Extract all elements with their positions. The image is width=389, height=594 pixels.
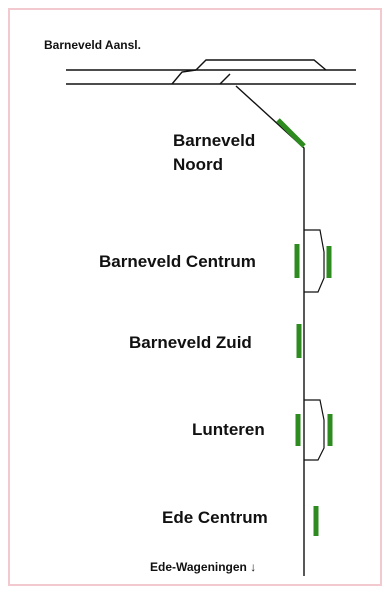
diagram-frame	[8, 8, 382, 586]
centrum-loop	[304, 229, 325, 293]
label-ede-centrum: Ede Centrum	[162, 508, 268, 527]
crossover-right	[219, 73, 231, 85]
crossover-left	[171, 69, 197, 85]
label-barneveld-aansl: Barneveld Aansl.	[44, 38, 141, 52]
label-barneveld-noord-line2: Noord	[173, 155, 223, 174]
passing-loops	[304, 229, 325, 461]
platform-barneveld-noord	[276, 118, 306, 148]
junction-tracks	[66, 59, 356, 576]
label-ede-wageningen: Ede-Wageningen ↓	[150, 560, 256, 574]
label-lunteren: Lunteren	[192, 420, 265, 439]
label-barneveld-zuid: Barneveld Zuid	[129, 333, 252, 352]
label-barneveld-centrum: Barneveld Centrum	[99, 252, 256, 271]
label-barneveld-noord-line1: Barneveld	[173, 131, 255, 150]
lunteren-loop	[304, 399, 325, 461]
platforms	[276, 118, 333, 536]
siding-loop	[195, 59, 327, 71]
branch-line	[235, 85, 305, 576]
